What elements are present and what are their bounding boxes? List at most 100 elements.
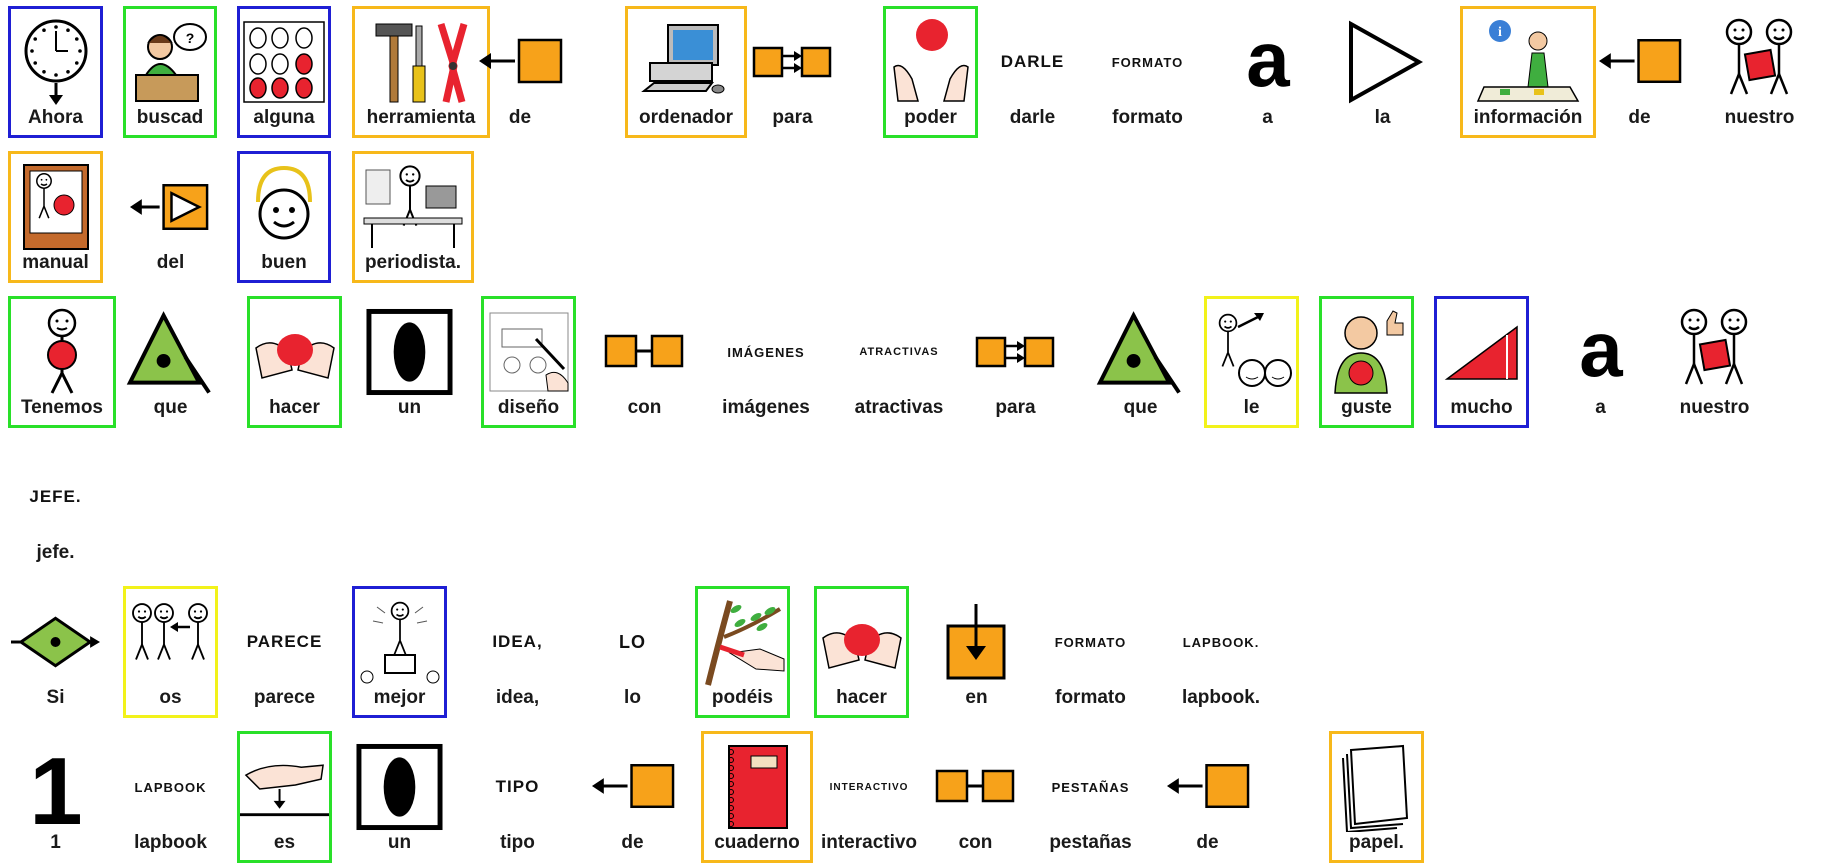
red-notebook-icon — [704, 738, 810, 836]
word-label: periodista. — [364, 252, 462, 273]
svg-text:1: 1 — [29, 742, 82, 832]
pictogram-cell: PARECE parece — [237, 586, 332, 718]
pictogram-cell: de — [1592, 6, 1687, 138]
pictogram-cell: Tenemos — [8, 296, 116, 428]
pictogram-cell: un — [352, 731, 447, 863]
word-label: pestañas — [1049, 832, 1132, 853]
pictogram-cell: cuaderno — [701, 731, 813, 863]
pictogram-cell: podéis — [695, 586, 790, 718]
word-label: para — [995, 397, 1036, 418]
group-pointing-icon — [126, 593, 215, 691]
green-diamond-icon — [11, 593, 100, 691]
tools-icon — [355, 13, 487, 111]
arrow-left-square-icon — [1595, 13, 1684, 111]
pictogram-cell: de — [585, 731, 680, 863]
word-label: del — [156, 252, 185, 273]
word-label: darle — [1009, 107, 1056, 128]
black-oval-icon — [355, 738, 444, 836]
word-label: de — [621, 832, 644, 853]
word-caps-label: LO — [619, 631, 646, 652]
word-caps-label: LAPBOOK. — [1182, 634, 1260, 650]
pictogram-cell: IDEA,idea, — [470, 586, 565, 718]
pictogram-cell: que — [1093, 296, 1188, 428]
word-caps-label: ATRACTIVAS — [859, 346, 939, 358]
pictogram-cell: os — [123, 586, 218, 718]
word-label: a — [1262, 107, 1273, 128]
journalist-desk-icon — [355, 158, 471, 256]
word-label: poder — [904, 107, 957, 128]
word-label: parece — [253, 687, 316, 708]
pictogram-cell: mucho — [1434, 296, 1529, 428]
word-label: podéis — [711, 687, 774, 708]
svg-text:i: i — [1498, 25, 1502, 40]
word-label: con — [958, 832, 993, 853]
word-label: la — [1374, 107, 1391, 128]
word-label: mucho — [1450, 397, 1513, 418]
pictogram-cell: alguna — [237, 6, 331, 138]
pictogram-cell: poder — [883, 6, 978, 138]
hands-red-ball-icon — [250, 303, 339, 401]
pictogram-cell: le — [1204, 296, 1299, 428]
arrow-left-square-icon — [588, 738, 677, 836]
word-label: alguna — [253, 107, 315, 128]
pictogram-cell: que — [123, 296, 218, 428]
number-one-icon: 1 — [11, 738, 100, 836]
word-label: un — [387, 832, 412, 853]
some-dots-icon — [240, 13, 328, 111]
word-label: idea, — [495, 687, 540, 708]
pictogram-cell: DARLE darle — [985, 6, 1080, 138]
word-caps-label: JEFE. — [29, 487, 82, 506]
green-triangle-icon — [1096, 303, 1185, 401]
word-label: interactivo — [820, 832, 918, 853]
pictogram-cell: hacer — [814, 586, 909, 718]
letter-a-icon: a — [1556, 303, 1645, 401]
word-label: atractivas — [854, 397, 944, 418]
clock-icon — [11, 13, 100, 111]
person-holding-icon — [11, 303, 113, 401]
word-label: mejor — [373, 687, 426, 708]
computer-icon — [628, 13, 744, 111]
arrow-left-triangle-square-icon — [126, 158, 215, 256]
word-caps-label: PARECE — [246, 632, 323, 651]
pictogram-cell: diseño — [481, 296, 576, 428]
pictogram-cell: en — [929, 586, 1024, 718]
arrow-into-square-icon — [932, 593, 1021, 691]
arrow-left-square-icon — [473, 13, 567, 111]
svg-text:?: ? — [186, 30, 195, 46]
green-triangle-icon — [126, 303, 215, 401]
hands-red-ball-icon — [817, 593, 906, 691]
word-label: herramienta — [366, 107, 476, 128]
arrow-left-square-icon — [1163, 738, 1252, 836]
person-pointing-icon — [1207, 303, 1296, 401]
pictogram-cell: para — [968, 296, 1063, 428]
word-label: jefe. — [36, 542, 75, 563]
pictogram-cell: de — [1160, 731, 1255, 863]
podium-person-icon — [355, 593, 444, 691]
word-label: nuestro — [1724, 107, 1795, 128]
pictogram-cell: ordenador — [625, 6, 747, 138]
word-label: formato — [1112, 107, 1183, 128]
pictogram-cell: herramienta — [352, 6, 490, 138]
word-label: un — [397, 397, 422, 418]
word-caps-label: DARLE — [1000, 52, 1065, 71]
svg-text:a: a — [1246, 22, 1290, 102]
word-label: lo — [624, 687, 641, 708]
pictogram-cell: i información — [1460, 6, 1596, 138]
pictogram-cell: con — [597, 296, 692, 428]
word-label: a — [1595, 397, 1606, 418]
pictogram-cell: JEFE. jefe. — [8, 441, 103, 573]
word-caps-label: FORMATO — [1111, 54, 1184, 70]
word-label: hacer — [836, 687, 887, 708]
word-caps-label: INTERACTIVO — [829, 781, 909, 793]
pictogram-cell: Ahora — [8, 6, 103, 138]
paper-stack-icon — [1332, 738, 1421, 836]
word-label: de — [1196, 832, 1219, 853]
word-label: es — [273, 832, 296, 853]
word-label: guste — [1341, 397, 1392, 418]
two-people-square-icon — [1715, 13, 1804, 111]
two-squares-linked-icon — [600, 303, 689, 401]
